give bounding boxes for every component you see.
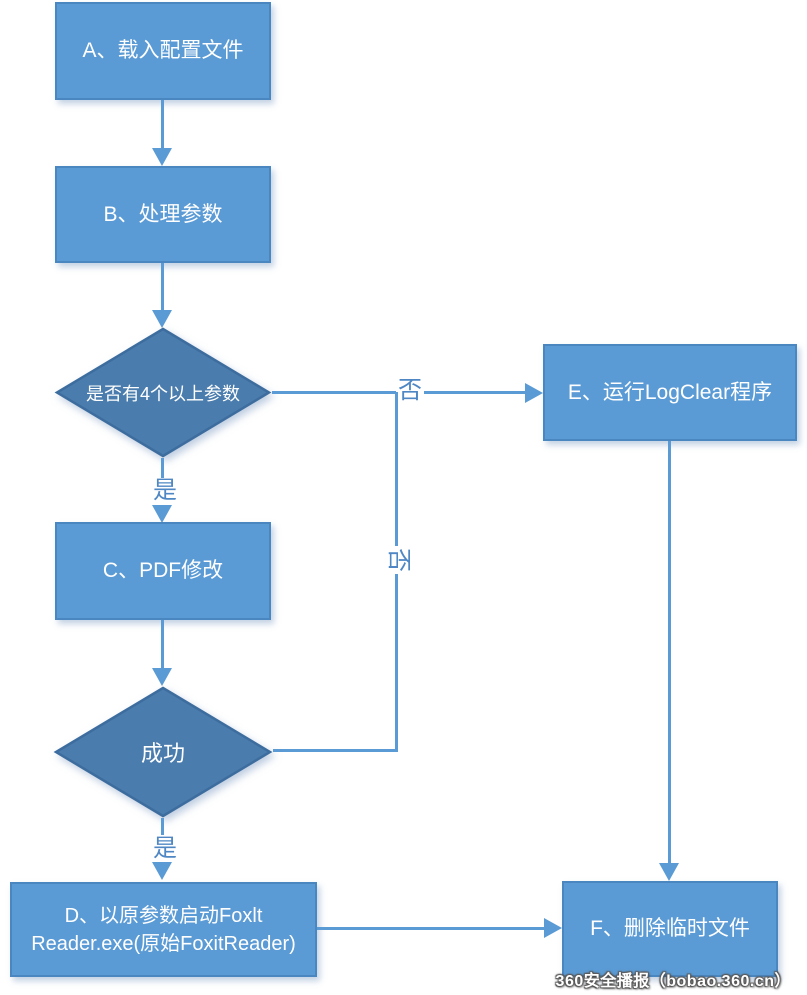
- edge-label-q2-yes: 是: [151, 835, 179, 862]
- flowchart-node-c: C、PDF修改: [55, 522, 271, 620]
- connector-c-q2: [161, 620, 164, 668]
- flowchart-decision-q1: 是否有4个以上参数: [54, 327, 272, 458]
- decision-q2-shape: [53, 686, 273, 818]
- arrowhead-d-f-icon: [544, 918, 562, 938]
- connector-b-q1: [161, 263, 164, 310]
- connector-e-f: [668, 441, 671, 863]
- node-e-label: E、运行LogClear程序: [567, 380, 773, 404]
- arrowhead-q1-c-icon: [152, 505, 172, 523]
- connector-a-b: [161, 100, 164, 150]
- arrowhead-q1-e-icon: [525, 383, 543, 403]
- edge-label-q1-no: 否: [396, 377, 424, 404]
- node-b-label: B、处理参数: [103, 202, 223, 226]
- edge-label-q2-no: 否: [385, 546, 412, 574]
- decision-q1-shape: [54, 327, 272, 458]
- flowchart-decision-q2: 成功: [53, 686, 273, 818]
- decision-q1-label: 是否有4个以上参数: [85, 383, 240, 404]
- node-d-label-line1: D、以原参数启动Foxlt: [64, 904, 263, 927]
- node-f-label: F、删除临时文件: [590, 917, 750, 941]
- flowchart-node-e: E、运行LogClear程序: [543, 344, 797, 441]
- arrowhead-q2-d-icon: [152, 862, 172, 880]
- node-c-label: C、PDF修改: [102, 559, 224, 583]
- edge-label-q1-yes: 是: [151, 477, 179, 504]
- watermark-360-bobao: 360安全播报（bobao.360.cn）: [555, 973, 791, 990]
- connector-d-f: [317, 927, 544, 930]
- decision-q2-label: 成功: [140, 741, 185, 766]
- arrowhead-a-b-icon: [152, 148, 172, 166]
- flowchart-node-a: A、载入配置文件: [55, 2, 271, 100]
- node-a-label: A、载入配置文件: [82, 39, 244, 63]
- arrowhead-b-q1-icon: [152, 310, 172, 328]
- flowchart-node-d: D、以原参数启动Foxlt Reader.exe(原始FoxitReader): [10, 882, 317, 977]
- connector-q2-no-elbow: [273, 749, 398, 752]
- connector-q2-d: [161, 818, 164, 835]
- node-d-label-line2: Reader.exe(原始FoxitReader): [31, 932, 296, 955]
- connector-q1-c: [161, 458, 164, 478]
- arrowhead-c-q2-icon: [152, 668, 172, 686]
- flowchart-node-f: F、删除临时文件: [562, 881, 778, 977]
- arrowhead-e-f-icon: [659, 863, 679, 881]
- flowchart-node-b: B、处理参数: [55, 166, 271, 263]
